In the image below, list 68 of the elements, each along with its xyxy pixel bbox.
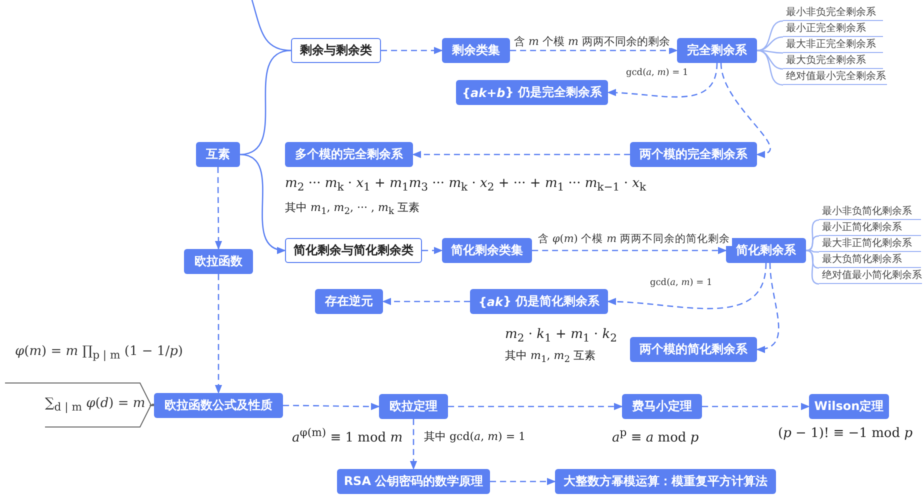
arrow — [607, 62, 718, 98]
formula: 其中 gcd(a, m) = 1 — [424, 429, 526, 444]
concept-box: Wilson定理 — [809, 394, 889, 419]
concept-box: 存在逆元 — [315, 289, 383, 314]
concept-box: {ak+b} 仍是完全剩余系 — [456, 80, 608, 105]
branch-label: 绝对值最小简化剩余系 — [819, 269, 922, 284]
arrow — [422, 246, 443, 254]
connector-line — [150, 404, 156, 406]
branch-label: 最大负简化剩余系 — [819, 253, 921, 268]
edge-label: 含 φ(m) 个模 m 两两不同余的简化剩余 — [536, 233, 732, 246]
concept-box: 欧拉函数 — [184, 249, 253, 274]
connector-line — [756, 50, 784, 86]
arrow — [214, 274, 222, 394]
connector-line — [806, 250, 819, 253]
arrow — [214, 167, 222, 250]
formula: m$_{2}$ ··· m$_{k}$ · x$_{1}$ + m$_{1}$m$_{3}$ ··· m$_{k}$ · x$_{2}$ + ··· + m$_{1}$ ··· m$_{k−1}$ · x$_{k}$ — [285, 176, 646, 194]
connector-line — [251, 0, 292, 52]
branch-label: 最大非正完全剩余系 — [783, 38, 883, 53]
arrow — [448, 402, 623, 410]
concept-box: 剩余类集 — [442, 38, 510, 63]
formula: m$_{2}$ · k$_{1}$ + m$_{1}$ · k$_{2}$ — [505, 327, 617, 345]
arrow — [412, 150, 630, 158]
formula: 其中 m$_{1}$, m$_{2}$, ··· , m$_{k}$ 互素 — [285, 200, 420, 218]
arrow — [702, 402, 810, 410]
branch-label: 最小非负完全剩余系 — [783, 6, 883, 21]
concept-box: 欧拉函数公式及性质 — [154, 393, 283, 418]
arrow — [490, 478, 556, 486]
formula: (p − 1)! ≡ −1 mod p — [778, 426, 913, 441]
concept-box: 欧拉定理 — [379, 394, 448, 419]
concept-box: 大整数方幂模运算：模重复平方计算法 — [555, 469, 776, 494]
connector-line — [806, 235, 820, 252]
concept-box: 多个模的完全剩余系 — [285, 142, 413, 167]
branch-label: 最大非正简化剩余系 — [819, 237, 921, 252]
concept-box: RSA 公钥密码的数学原理 — [337, 469, 490, 494]
edge-label: 含 m 个模 m 两两不同余的剩余 — [512, 35, 672, 48]
formula: ∑$_{d | m}$ φ(d) = m — [45, 396, 146, 414]
concept-box: 费马小定理 — [622, 394, 702, 419]
branch-label: 绝对值最小完全剩余系 — [783, 70, 887, 85]
connector-line — [756, 36, 784, 52]
arrow — [410, 419, 418, 470]
branch-label: 最大负完全剩余系 — [783, 54, 883, 69]
arrow — [607, 262, 767, 310]
arrow — [381, 46, 443, 54]
formula: a$^{φ(m)}$ ≡ 1 mod m — [292, 426, 403, 446]
arrow — [532, 246, 727, 254]
concept-box: 两个模的简化剩余系 — [630, 337, 757, 362]
concept-box: 完全剩余系 — [677, 38, 757, 63]
formula: φ(m) = m ∏$_{p | m}$ (1 − 1/p) — [15, 344, 183, 362]
arrow — [720, 62, 771, 158]
arrow — [283, 402, 380, 410]
connector-line — [240, 50, 292, 156]
formula: 其中 m$_{1}$, m$_{2}$ 互素 — [505, 348, 596, 366]
branch-label: 最小正简化剩余系 — [819, 221, 921, 236]
arrow — [382, 298, 470, 306]
branch-label: 最小非负简化剩余系 — [819, 205, 921, 220]
arrow — [240, 154, 286, 253]
arrow — [510, 46, 678, 54]
connector-line — [806, 250, 820, 285]
topic-box: 剩余与剩余类 — [291, 38, 381, 63]
branch-label: 最小正完全剩余系 — [783, 22, 883, 37]
concept-box: 两个模的完全剩余系 — [630, 142, 757, 167]
concept-box: 简化剩余类集 — [442, 238, 532, 263]
concept-box: 互素 — [196, 142, 240, 167]
concept-box: {ak} 仍是简化剩余系 — [470, 289, 608, 314]
arrow — [756, 262, 780, 352]
formula: a$^{p}$ ≡ a mod p — [612, 426, 699, 446]
topic-box: 简化剩余与简化剩余类 — [285, 238, 422, 263]
connector-line — [806, 219, 820, 252]
